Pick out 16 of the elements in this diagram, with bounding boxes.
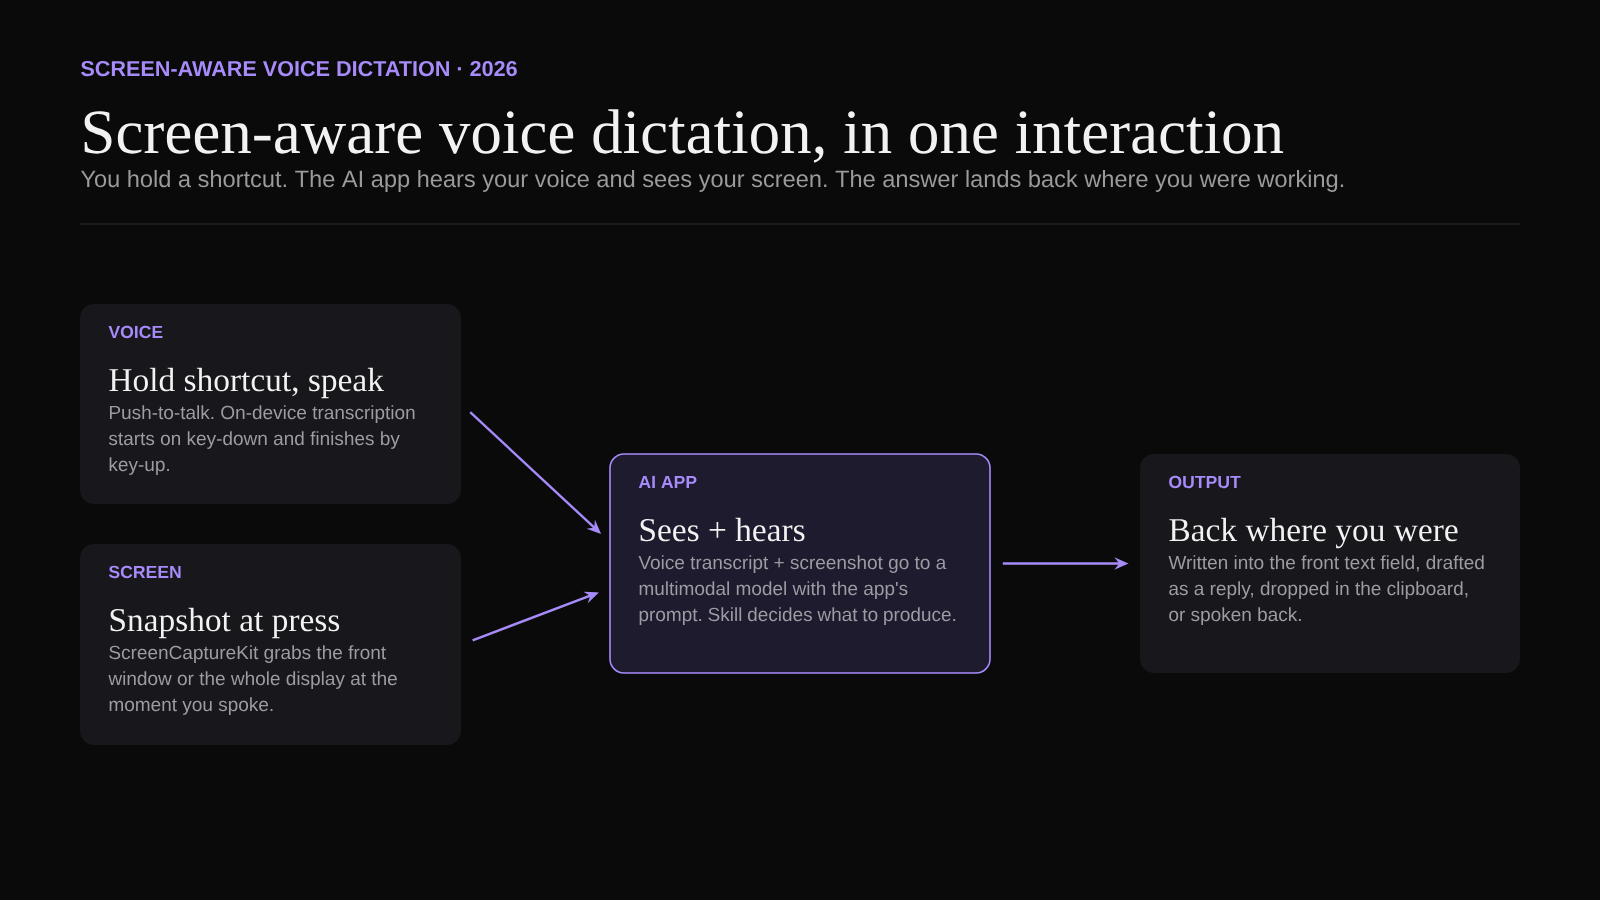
step-card <box>609 453 991 674</box>
card-heading: Back where you were <box>1169 517 1458 549</box>
category-label: SCREEN <box>108 565 181 579</box>
kicker-label: SCREEN-AWARE VOICE DICTATION · 2026 <box>81 60 517 77</box>
card-text: ScreenCaptureKit grabs the front window or the whole display at the moment you spoke. <box>108 645 397 715</box>
card-text: Push-to-talk. On-device transcription starts on key-down and finishes by key-up. <box>108 405 415 475</box>
card-heading: Snapshot at press <box>110 607 340 639</box>
card-heading: Hold shortcut, speak <box>109 367 384 399</box>
category-label: AI APP <box>638 475 697 488</box>
category-label: OUTPUT <box>1169 475 1241 489</box>
title: Screen-aware voice dictation, in one interaction <box>84 109 1284 163</box>
subtitle: You hold a shortcut. The AI app hears your voice and sees your screen. The answer lands back where you were working. <box>80 169 1344 192</box>
card-text: Written into the front text field, drafted as a reply, dropped in the clipboard, or spoken back. <box>1168 555 1484 625</box>
card-heading: Sees + hears <box>640 517 805 542</box>
category-label: VOICE <box>108 325 163 339</box>
card-text: Voice transcript + screenshot go to a multimodal model with the app's prompt. Skill decides what to produce. <box>638 555 956 625</box>
